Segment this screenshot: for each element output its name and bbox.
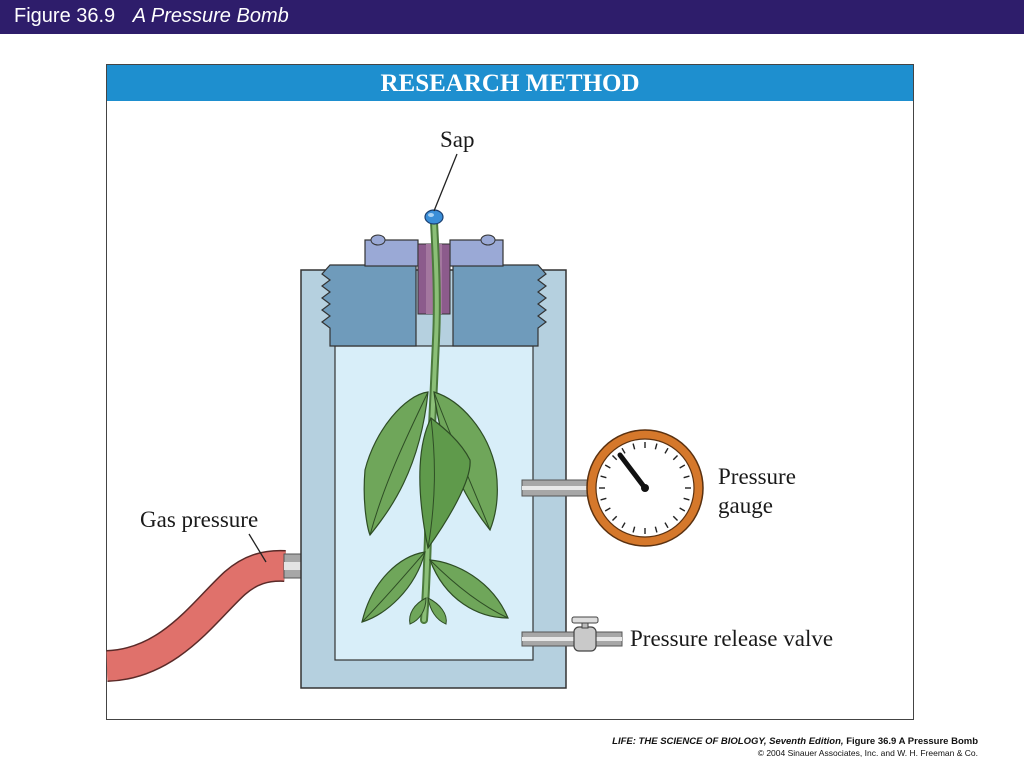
credit-line: LIFE: THE SCIENCE OF BIOLOGY, Seventh Ed… bbox=[612, 736, 978, 758]
figure-name: A Pressure Bomb bbox=[132, 5, 289, 27]
gauge-tick bbox=[679, 464, 686, 469]
panel-heading: RESEARCH METHOD bbox=[107, 65, 913, 101]
gauge-tick bbox=[672, 454, 679, 461]
gauge-tick bbox=[632, 526, 636, 533]
sap-droplet bbox=[424, 209, 444, 225]
gauge-tick bbox=[600, 497, 607, 501]
gas-pressure-label: Gas pressure bbox=[140, 507, 258, 532]
chamber-lid bbox=[321, 264, 547, 347]
gauge-tick bbox=[683, 475, 690, 479]
gauge-tick bbox=[611, 515, 618, 522]
slide-title-bar: Figure 36.9 A Pressure Bomb bbox=[0, 0, 1024, 34]
gauge-pipe bbox=[521, 479, 593, 497]
gauge-tick bbox=[664, 522, 669, 529]
sap-label: Sap bbox=[440, 127, 475, 152]
hose-icon bbox=[105, 549, 286, 682]
plant-shoot-icon bbox=[361, 218, 509, 625]
gauge-tick bbox=[679, 507, 686, 512]
gauge-tick bbox=[604, 464, 611, 469]
gauge-tick bbox=[672, 515, 679, 522]
credit-copyright: © 2004 Sinauer Associates, Inc. and W. H… bbox=[757, 748, 978, 758]
gauge-tick bbox=[654, 443, 658, 450]
gauge-tick bbox=[621, 447, 626, 454]
gauge-tick bbox=[621, 522, 626, 529]
pressure-gauge-label-line1: Pressure bbox=[718, 464, 796, 489]
pressure-release-valve-label: Pressure release valve bbox=[630, 626, 833, 651]
pressure-gauge-icon bbox=[586, 429, 704, 547]
gauge-tick bbox=[683, 497, 690, 501]
credit-figure: Figure 36.9 A Pressure Bomb bbox=[846, 736, 978, 747]
gauge-tick bbox=[600, 475, 607, 479]
gauge-tick bbox=[611, 454, 618, 461]
lid-cap bbox=[364, 234, 504, 267]
gauge-tick bbox=[604, 507, 611, 512]
pressure-gauge-label-line2: gauge bbox=[718, 493, 773, 518]
sap-leader-line bbox=[433, 153, 458, 212]
credit-book-title: LIFE: THE SCIENCE OF BIOLOGY, Seventh Ed… bbox=[612, 736, 844, 747]
valve-icon bbox=[521, 616, 623, 652]
gauge-tick bbox=[632, 443, 636, 450]
gauge-tick bbox=[654, 526, 658, 533]
gauge-tick bbox=[664, 447, 669, 454]
figure-number: Figure 36.9 bbox=[14, 5, 116, 27]
gas-pressure-leader-line bbox=[248, 533, 267, 563]
